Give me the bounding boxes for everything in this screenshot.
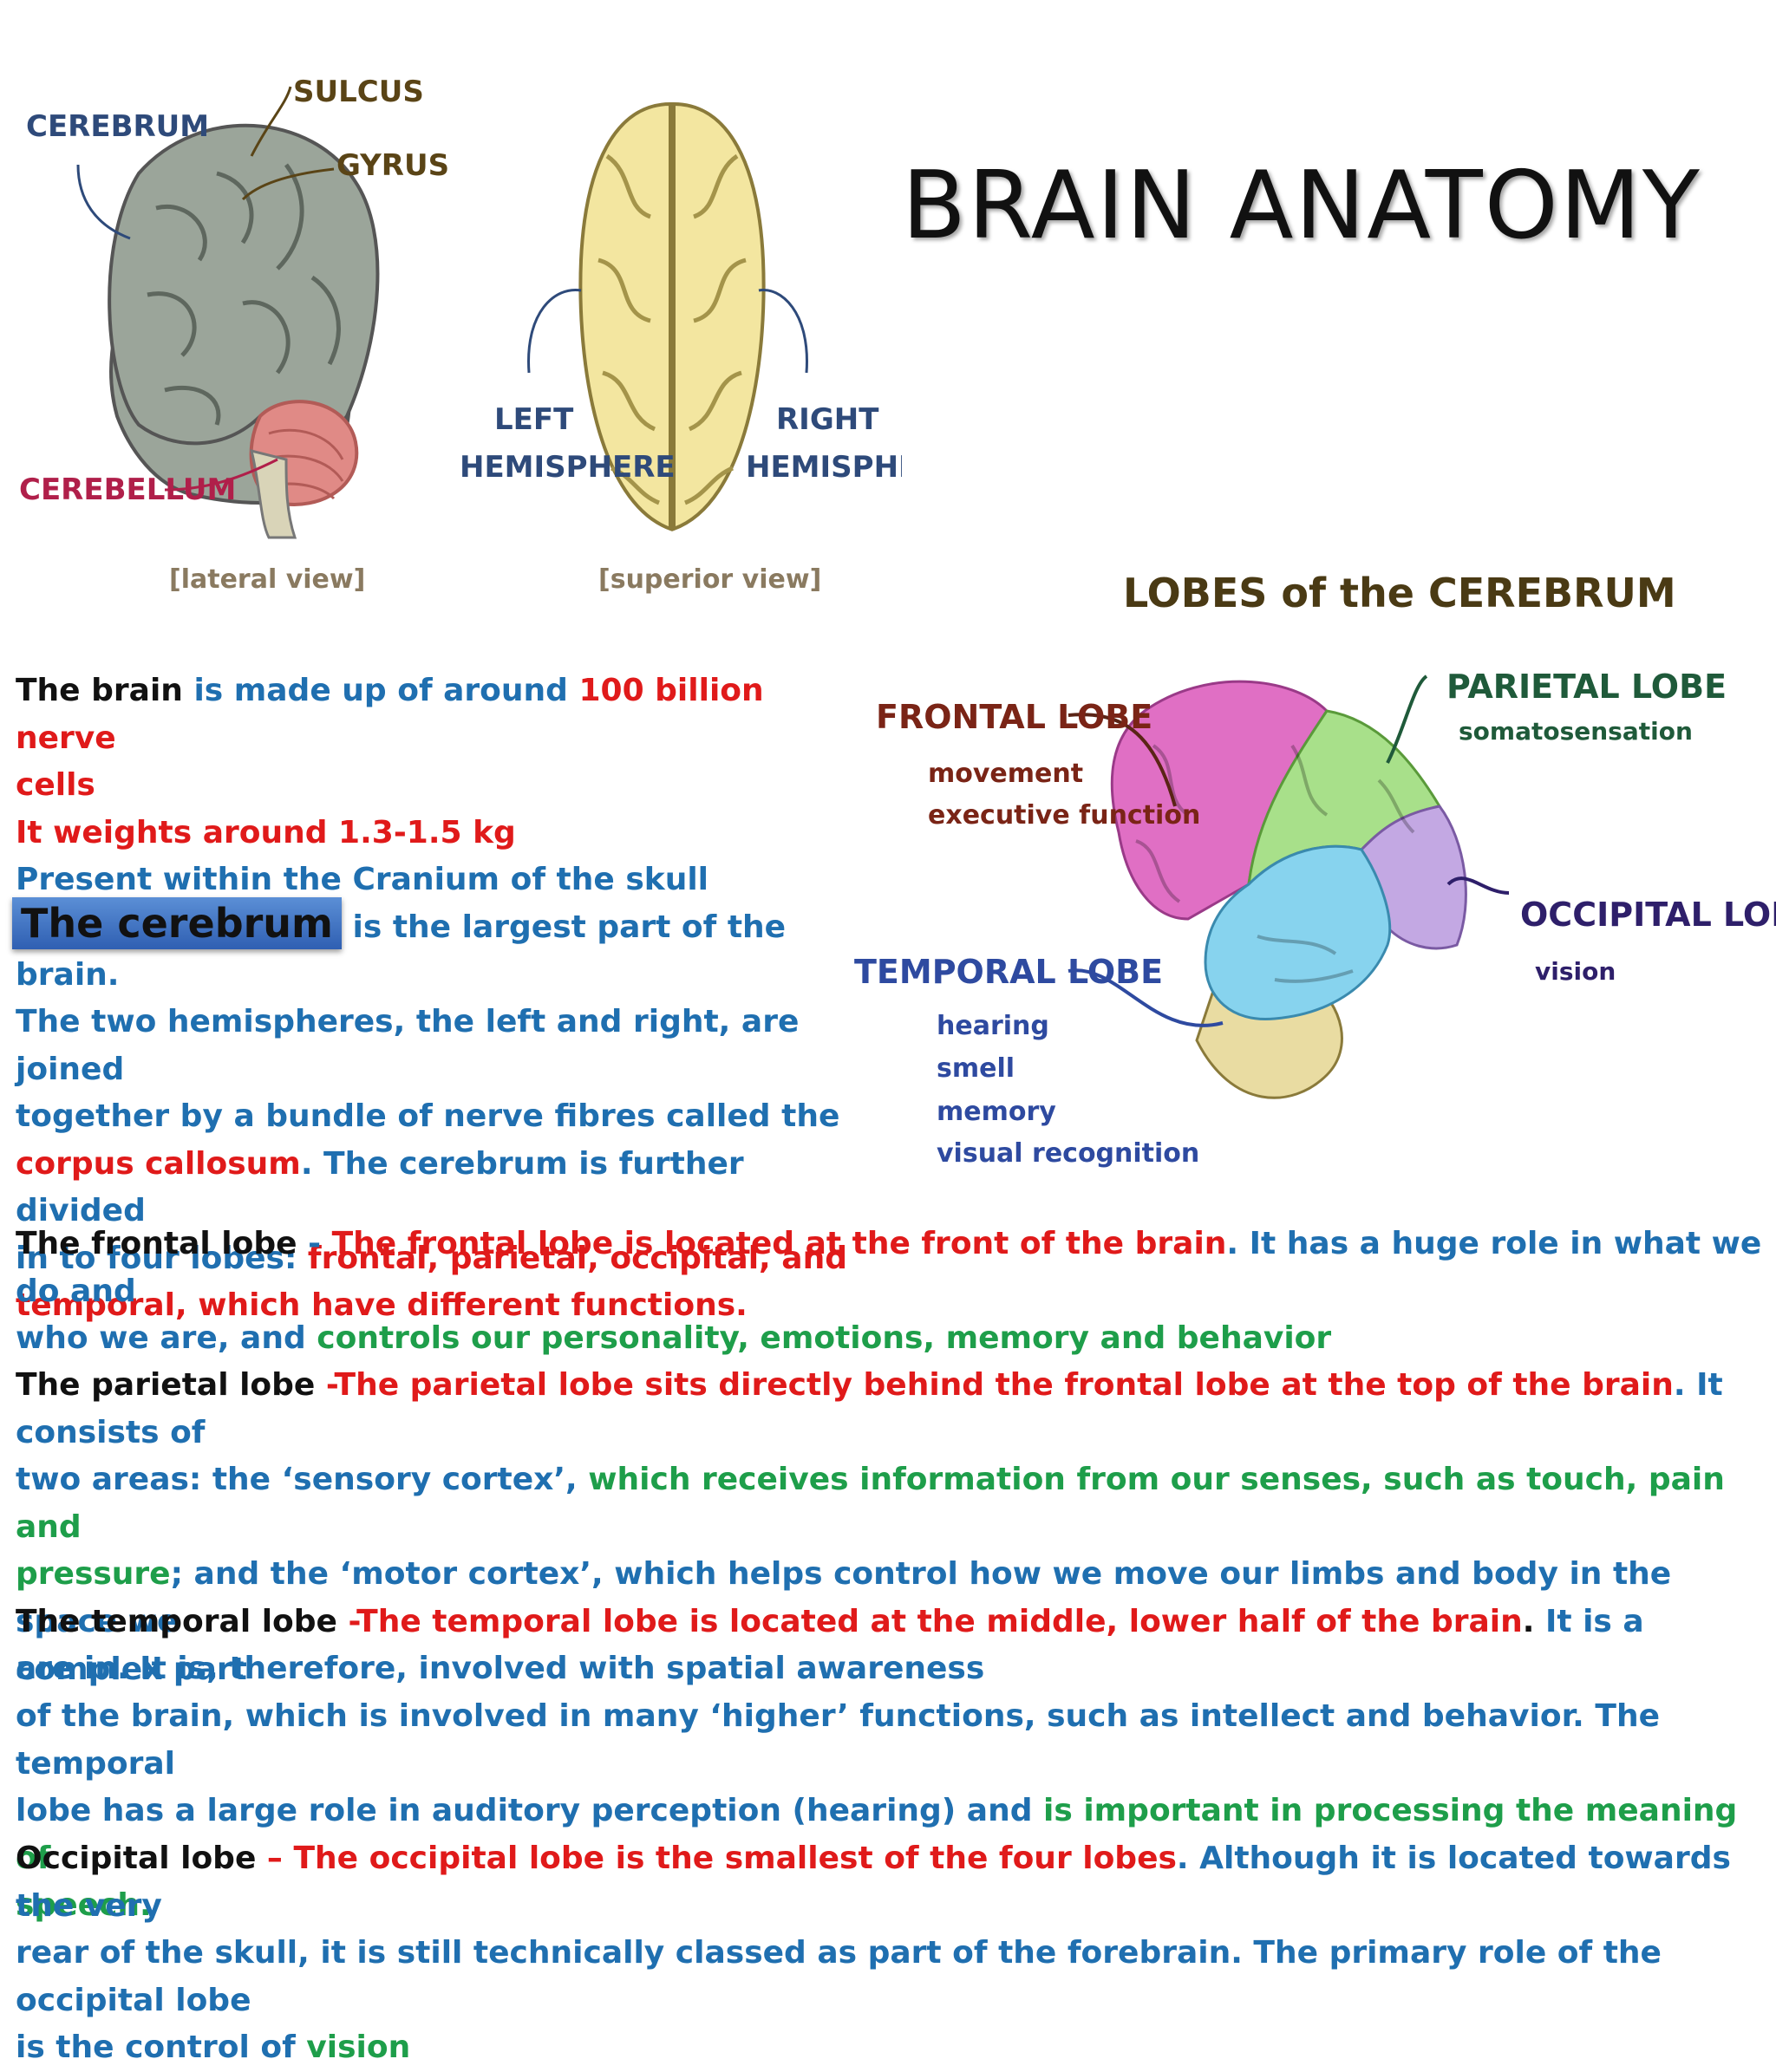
- occipital-a: Occipital lobe: [16, 1841, 267, 1876]
- gyrus-label: GYRUS: [336, 148, 449, 183]
- cerebrum-tab: The cerebrum: [12, 897, 342, 949]
- parietal-i: are in. It is, therefore, involved with …: [16, 1651, 985, 1686]
- frontal-fn-executive: executive function: [928, 800, 1200, 831]
- superior-caption: [superior view]: [598, 564, 821, 595]
- occipital-pointer: [1446, 876, 1510, 895]
- occipital-fn-vision: vision: [1535, 957, 1616, 986]
- occipital-lobe-label: OCCIPITAL LOBE: [1520, 896, 1776, 934]
- sulcus-pointer: [250, 86, 292, 157]
- intro-l1a: The brain: [16, 673, 194, 708]
- parietal-pointer: [1386, 674, 1428, 764]
- frontal-f: controls our personality, emotions, memo…: [317, 1320, 1332, 1356]
- temporal-fn-memory: memory: [937, 1097, 1056, 1127]
- cerebrum-l1: is the largest part of the brain.: [16, 909, 787, 993]
- occipital-g: vision: [306, 2030, 411, 2065]
- cerebrum-l6: temporal, which have different functions…: [16, 1287, 748, 1323]
- right-hemisphere-pointer: [758, 288, 808, 374]
- frontal-b: -: [308, 1226, 332, 1261]
- occipital-f: is the control of: [16, 2030, 307, 2065]
- frontal-paragraph: The frontal lobe - The frontal lobe is l…: [16, 1221, 1767, 1363]
- right-hemisphere-label-1: RIGHT: [776, 402, 879, 437]
- occipital-paragraph: Occipital lobe – The occipital lobe is t…: [16, 1835, 1767, 2072]
- parietal-g: pressure: [16, 1556, 171, 1592]
- temporal-fn-hearing: hearing: [937, 1011, 1049, 1041]
- cerebrum-label: CEREBRUM: [26, 109, 209, 144]
- lateral-view-diagram: CEREBRUM SULCUS GYRUS CEREBELLUM [latera…: [19, 75, 449, 595]
- frontal-a: The frontal lobe: [16, 1226, 309, 1261]
- cerebrum-paragraph: The cerebrum is the largest part of the …: [12, 897, 848, 1330]
- left-hemisphere-label-2: HEMISPHERE: [460, 450, 676, 485]
- cerebrum-l3: together by a bundle of nerve fibres cal…: [16, 1098, 840, 1134]
- frontal-pointer: [1068, 713, 1177, 807]
- temporal-lobe-label: TEMPORAL LOBE: [854, 953, 1163, 991]
- intro-paragraph: The brain is made up of around 100 billi…: [16, 668, 848, 904]
- lobes-heading: LOBES of the CEREBRUM: [1123, 570, 1676, 616]
- intro-l1b: is made up of around: [193, 673, 579, 708]
- parietal-fn-somatosensation: somatosensation: [1459, 717, 1693, 746]
- temporal-a: The temporal lobe: [16, 1604, 349, 1639]
- parietal-lobe-label: PARIETAL LOBE: [1446, 668, 1727, 706]
- occipital-b: –: [266, 1841, 294, 1876]
- cerebrum-l4a: corpus callosum: [16, 1145, 301, 1182]
- parietal-e: two areas: the ‘sensory cortex’,: [16, 1462, 589, 1497]
- cerebellum-pointer: [164, 458, 278, 492]
- temporal-b: -: [348, 1604, 357, 1639]
- temporal-c: The temporal lobe is located at the midd…: [356, 1604, 1523, 1639]
- frontal-fn-movement: movement: [928, 759, 1083, 789]
- temporal-d: .: [1522, 1604, 1545, 1639]
- temporal-h: is important in processing the meaning o…: [16, 1793, 1738, 1876]
- superior-brain-illustration: [578, 101, 766, 531]
- temporal-fn-smell: smell: [937, 1053, 1015, 1084]
- parietal-paragraph: The parietal lobe -The parietal lobe sit…: [16, 1362, 1767, 1693]
- parietal-d: . It consists of: [16, 1367, 1723, 1450]
- cerebrum-l5b: frontal, parietal, occipital, and: [307, 1240, 847, 1276]
- occipital-d: . Although it is located towards the ver…: [16, 1841, 1731, 1924]
- intro-l2: cells: [16, 767, 95, 803]
- temporal-pointer: [1068, 968, 1224, 1027]
- intro-l3: It weights around 1.3-1.5 kg: [16, 814, 516, 850]
- parietal-b: -: [325, 1367, 335, 1403]
- parietal-c: The parietal lobe sits directly behind t…: [334, 1367, 1674, 1403]
- temporal-f: of the brain, which is involved in many …: [16, 1698, 1660, 1782]
- cerebrum-pointer: [76, 164, 131, 240]
- lateral-caption: [lateral view]: [169, 564, 365, 595]
- parietal-h: ; and the ‘motor cortex’, which helps co…: [16, 1556, 1672, 1639]
- intro-l1c: 100 billion nerve: [16, 673, 764, 756]
- temporal-e: It is a complex part: [16, 1604, 1644, 1687]
- temporal-i: speech.: [16, 1887, 152, 1923]
- frontal-c: The frontal lobe is located at the front…: [331, 1226, 1227, 1261]
- cerebellum-label: CEREBELLUM: [19, 472, 236, 507]
- lobes-brain-illustration: [1110, 680, 1467, 1099]
- cerebrum-l2: The two hemispheres, the left and right,…: [16, 1004, 800, 1087]
- parietal-a: The parietal lobe: [16, 1367, 326, 1403]
- frontal-e: who we are, and: [16, 1320, 317, 1356]
- right-hemisphere-label-2: HEMISPHERE: [746, 450, 902, 485]
- occipital-e: rear of the skull, it is still technical…: [16, 1935, 1662, 2018]
- frontal-d: . It has a huge role in what we do and: [16, 1226, 1762, 1309]
- cerebrum-l4b: . The cerebrum is further divided: [16, 1145, 744, 1229]
- lateral-brain-illustration: [108, 123, 380, 539]
- frontal-lobe-label: FRONTAL LOBE: [876, 698, 1152, 736]
- sulcus-label: SULCUS: [293, 75, 424, 109]
- temporal-fn-visual-recognition: visual recognition: [937, 1138, 1199, 1169]
- temporal-paragraph: The temporal lobe -The temporal lobe is …: [16, 1599, 1767, 1930]
- lobes-diagram: LOBES of the CEREBRUM FRONTAL LOBE movem…: [854, 570, 1776, 1169]
- superior-view-diagram: LEFT HEMISPHERE RIGHT HEMISPHERE [superi…: [460, 101, 902, 595]
- occipital-c: The occipital lobe is the smallest of th…: [293, 1841, 1177, 1876]
- left-hemisphere-pointer: [527, 288, 582, 374]
- cerebrum-l5a: in to four lobes:: [16, 1240, 308, 1276]
- page-title: BRAIN ANATOMY: [902, 152, 1701, 260]
- temporal-g: lobe has a large role in auditory percep…: [16, 1793, 1044, 1828]
- gyrus-pointer: [241, 167, 335, 201]
- intro-l4: Present within the Cranium of the skull: [16, 862, 708, 897]
- parietal-f: which receives information from our sens…: [16, 1462, 1725, 1545]
- left-hemisphere-label-1: LEFT: [494, 402, 574, 437]
